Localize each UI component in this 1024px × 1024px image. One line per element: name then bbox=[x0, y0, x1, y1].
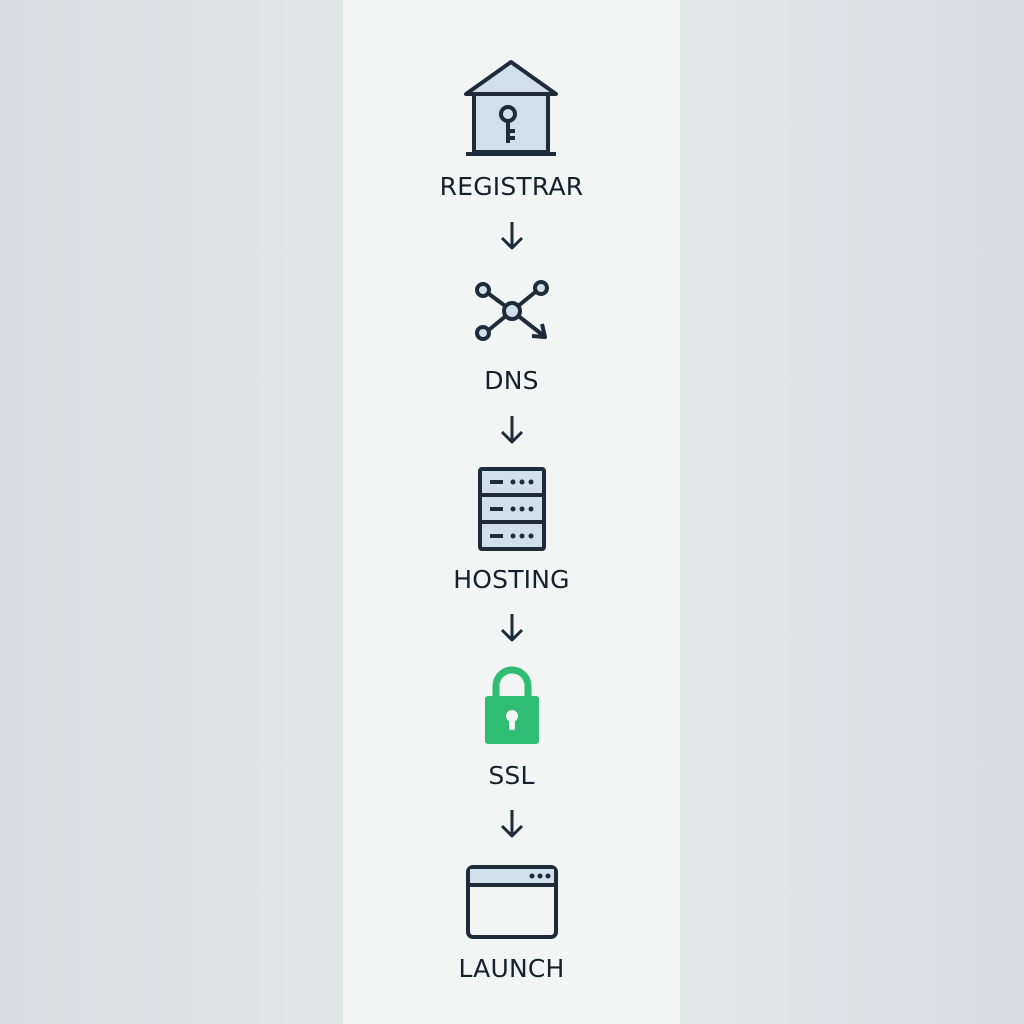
launch-browser-window-icon bbox=[343, 864, 680, 940]
down-arrow-icon bbox=[343, 220, 680, 252]
hosting-server-icon bbox=[343, 466, 680, 552]
step-label-ssl: SSL bbox=[488, 761, 535, 790]
down-arrow-icon bbox=[343, 612, 680, 644]
dns-network-node-icon bbox=[343, 278, 680, 344]
registrar-house-key-icon bbox=[343, 58, 680, 158]
down-arrow-icon bbox=[343, 808, 680, 840]
ssl-padlock-icon bbox=[343, 666, 680, 746]
down-arrow-icon bbox=[343, 414, 680, 446]
step-label-hosting: HOSTING bbox=[453, 565, 570, 594]
step-label-dns: DNS bbox=[484, 366, 539, 395]
step-label-registrar: REGISTRAR bbox=[439, 172, 584, 201]
step-label-launch: LAUNCH bbox=[458, 954, 565, 983]
